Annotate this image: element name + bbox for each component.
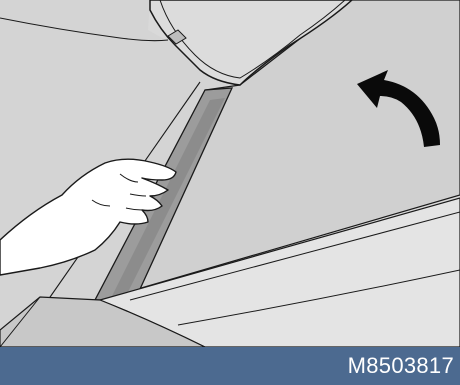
roof-seam (0, 17, 169, 42)
lower-left-trim (0, 296, 206, 347)
car-interior-illustration (0, 0, 460, 347)
clip (167, 29, 187, 45)
figure-code: M8503817 (347, 353, 454, 378)
curved-arrow-icon (357, 70, 440, 147)
pillar-trim-inner (112, 98, 225, 296)
lower-left-trim-edge (0, 296, 41, 347)
lower-panel-line-1 (129, 211, 460, 301)
lower-panel-line-2 (177, 269, 460, 326)
caption-bar: M8503817 (0, 347, 460, 385)
hand-icon (0, 158, 177, 276)
headrest (149, 0, 354, 86)
